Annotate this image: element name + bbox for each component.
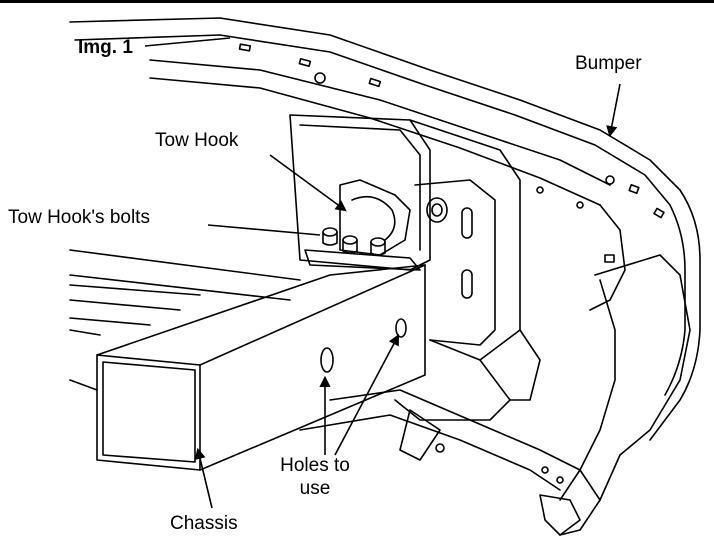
chassis-rail [69,249,426,471]
mounting-bracket [289,114,541,421]
tow-hook-bolts-label: Tow Hook's bolts [8,207,150,228]
img-label-leader [144,37,231,47]
tow-hook-bolts-leader [207,224,321,236]
tow-hook-label: Tow Hook [155,130,239,151]
chassis-arrow [194,447,213,509]
tow-hook [304,179,421,271]
bumper-arrow [606,83,621,138]
bumper-label: Bumper [575,53,642,74]
top-border [0,0,714,3]
bumper-beam [69,17,701,536]
chassis-label: Chassis [170,513,238,534]
tow-hook-arrow [269,154,347,212]
lower-crossmember [299,389,601,536]
background-rails [69,284,201,326]
holes-arrow-right [334,334,400,456]
holes-label-line2: use [299,478,331,499]
image-number-label: Img. 1 [78,37,133,58]
holes-label-line1: Holes to [280,455,350,476]
